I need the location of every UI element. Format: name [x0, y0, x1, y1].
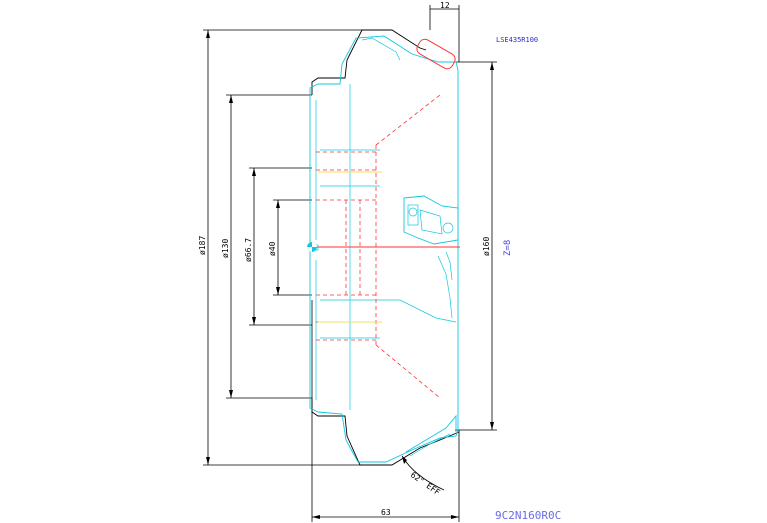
insert-code-label: LSE435R100 — [496, 36, 538, 44]
labels: 12 ø187 ø130 ø66.7 ø40 ø160 63 LSE435R10… — [198, 1, 561, 522]
center-mark-icon — [307, 242, 317, 252]
dim-dia-66: ø66.7 — [244, 238, 253, 262]
angle-arc — [401, 455, 445, 491]
teeth-count-label: Z=8 — [503, 240, 513, 256]
dim-dia-130: ø130 — [221, 239, 230, 258]
hidden-lines — [316, 38, 460, 399]
part-number-label: 9C2N160R0C — [495, 509, 561, 522]
center-lines — [318, 171, 382, 323]
cutter-profile — [309, 35, 459, 463]
dim-dia-outer: ø187 — [198, 236, 207, 255]
dim-dia-cut: ø160 — [482, 237, 491, 256]
body-outline — [311, 29, 460, 466]
angle-label: 62° EFF — [409, 470, 442, 497]
dim-dia-40: ø40 — [268, 241, 277, 256]
dim-width-top: 12 — [440, 1, 450, 10]
dimension-lines — [203, 5, 497, 522]
dim-length: 63 — [381, 508, 391, 517]
